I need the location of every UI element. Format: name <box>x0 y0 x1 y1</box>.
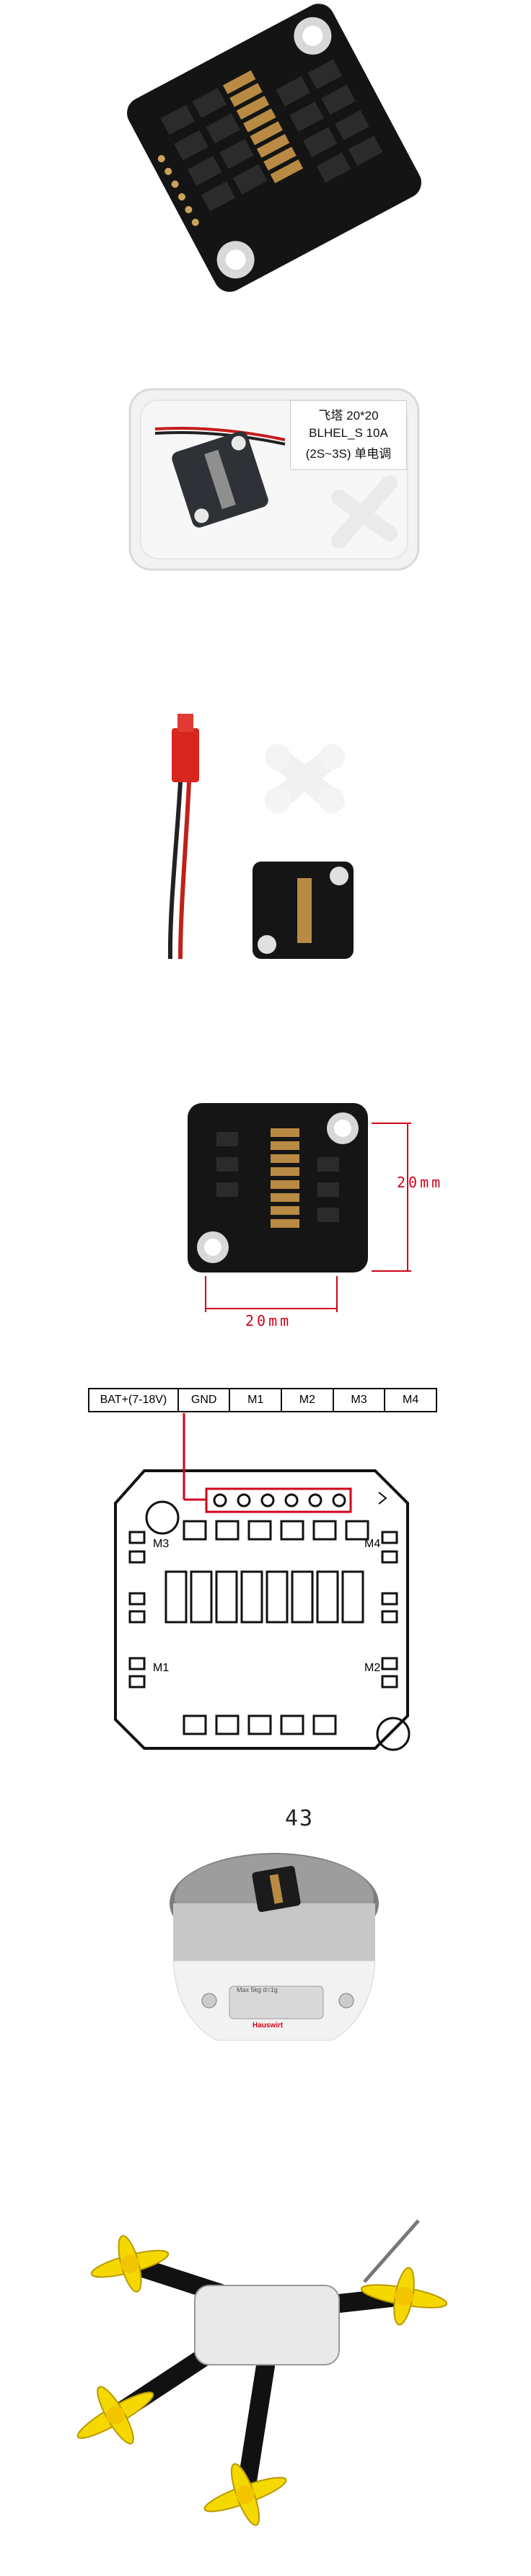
height-label: 20mm <box>397 1174 444 1191</box>
dimension-photo: 20mm 20mm <box>0 981 531 1355</box>
header-m1: M1 <box>230 1389 283 1411</box>
pinout-diagram: BAT+(7-18V) GND M1 M2 M3 M4 <box>0 1355 531 1802</box>
header-gnd: GND <box>179 1389 231 1411</box>
esc-top-photo <box>0 0 531 303</box>
scale-reading: 43 <box>285 1806 315 1831</box>
label-m3: M3 <box>153 1538 170 1550</box>
label-line-1: 飞塔 20*20 <box>318 409 379 422</box>
label-line-3: (2S~3S) 单电调 <box>305 447 392 461</box>
header-bat: BAT+(7-18V) <box>89 1389 179 1411</box>
header-m4: M4 <box>403 1394 419 1406</box>
pinout-header-row: BAT+(7-18V) GND M1 M2 M3 M4 <box>88 1388 437 1412</box>
width-label: 20mm <box>245 1312 292 1329</box>
drone-photo <box>0 2177 531 2576</box>
package-label: 飞塔 20*20 BLHEL_S 10A (2S~3S) 单电调 <box>290 400 407 470</box>
label-m1: M1 <box>153 1662 170 1674</box>
scale-brand: Hauswirt <box>253 2022 284 2030</box>
scale-caption: Max 5kg d=1g <box>237 1986 278 1993</box>
contents-photo <box>0 606 531 981</box>
label-line-2: BLHEL_S 10A <box>309 426 388 440</box>
label-m4: M4 <box>364 1538 381 1550</box>
label-m2: M2 <box>364 1662 381 1674</box>
scale-photo: 43 Max 5kg d=1g Hauswirt <box>0 1802 531 2177</box>
package-photo: 飞塔 20*20 BLHEL_S 10A (2S~3S) 单电调 <box>0 303 531 606</box>
header-m2: M2 <box>282 1389 334 1411</box>
header-m3: M3 <box>334 1389 386 1411</box>
